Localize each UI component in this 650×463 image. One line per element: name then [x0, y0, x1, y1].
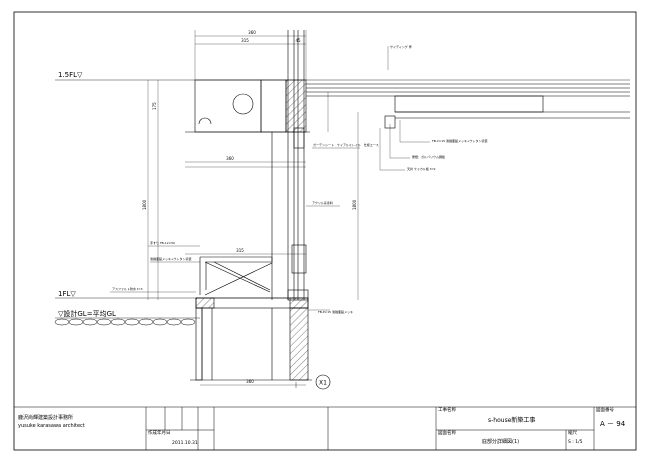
dim-label: 315 — [241, 38, 249, 43]
dim-label: 360 — [248, 30, 256, 35]
upper-eave-section — [185, 79, 630, 133]
scale-value: S : 1/5 — [568, 440, 583, 445]
note-text: 溶融亜鉛メッキ+ウレタン塗装 — [150, 256, 192, 261]
drawing-number: A － 94 — [600, 420, 626, 428]
dim-label: 360 — [246, 379, 254, 384]
office-name-en: yusuke karasawa architect — [18, 423, 85, 429]
dim-label: 45 — [295, 38, 301, 43]
sheet-border — [13, 11, 637, 451]
note-text: ガーデンシート ケイアルミレイル 仕様エース — [313, 142, 379, 147]
title-block — [14, 406, 636, 450]
note-text: アスファルト防水 t=3 — [112, 286, 143, 291]
scale-header: 縮尺 — [568, 431, 577, 436]
foundation-section — [190, 297, 312, 381]
note-text: FB-P×15 溶融亜鉛メッキ — [318, 309, 353, 314]
date-header: 作成年月日 — [148, 431, 171, 436]
level-label-fl15: 1.5FL▽ — [58, 71, 83, 79]
drawing-name: 庇部分詳細図(1) — [482, 439, 520, 445]
note-text: 天井 ケイカル板 t=9 — [407, 166, 436, 171]
dim-label: 360 — [226, 156, 234, 161]
drawing-header: 図面名称 — [438, 431, 456, 436]
note-text: アクリル系塗料 — [312, 200, 333, 205]
dim-label: 1800 — [142, 199, 147, 210]
level-label-fl1: 1FL▽ — [58, 290, 76, 298]
level-lines — [55, 79, 630, 319]
dim-label: 315 — [236, 248, 244, 253]
leader-lines — [110, 46, 430, 311]
dimension-lines — [147, 30, 359, 386]
lower-canopy — [199, 256, 273, 296]
grid-marker — [315, 374, 331, 390]
note-text: FB-V×15 溶融亜鉛メッキ+ウレタン塗装 — [432, 138, 488, 143]
note-text: 手すり FB-12×50 — [150, 240, 175, 245]
drawing-number-header: 図面番号 — [596, 408, 614, 413]
dim-label: 175 — [152, 102, 157, 110]
level-label-gl: ▽設計GL=平均GL — [58, 309, 116, 318]
project-header: 工事名称 — [438, 408, 456, 413]
note-text: 屋根：ガルバリウム鋼板 — [412, 154, 445, 159]
grid-marker-label: X1 — [319, 380, 327, 387]
date-value: 2011.10.31 — [172, 441, 198, 446]
window-frame-section — [271, 30, 309, 301]
note-text: サイディング 厚 — [390, 44, 412, 49]
office-name-jp: 鹿沢尚輝建築設計事務所 — [18, 415, 74, 421]
dim-label: 1800 — [352, 199, 357, 210]
project-name: s-house新築工事 — [488, 417, 536, 424]
ground-gravel — [54, 318, 196, 326]
